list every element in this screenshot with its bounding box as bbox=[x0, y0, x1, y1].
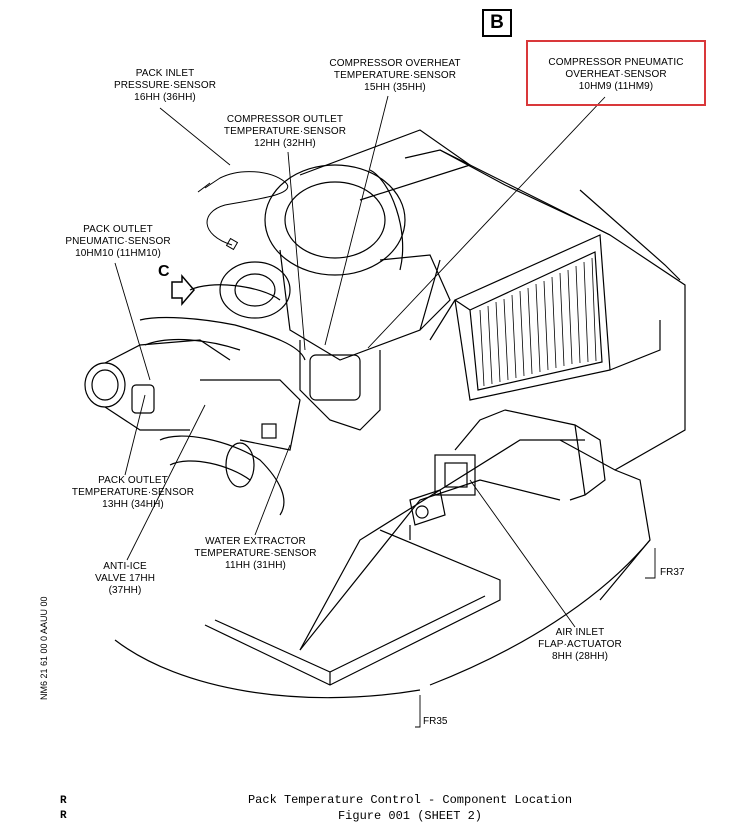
label-pack-inlet-pressure-sensor: PACK INLET PRESSURE·SENSOR 16HH (36HH) bbox=[113, 68, 217, 103]
label-pack-outlet-pneumatic-sensor: PACK OUTLET PNEUMATIC·SENSOR 10HM10 (11H… bbox=[65, 224, 171, 259]
sensor-cable bbox=[197, 171, 289, 251]
fuselage-arcs bbox=[114, 539, 651, 699]
label-water-extractor-temperature-sensor: WATER EXTRACTOR TEMPERATURE·SENSOR 11HH … bbox=[194, 536, 317, 571]
revision-mark: R bbox=[60, 795, 67, 807]
label-compressor-pneumatic-overheat-sensor: COMPRESSOR PNEUMATIC OVERHEAT·SENSOR 10H… bbox=[548, 57, 684, 92]
sheet-letter: B bbox=[482, 9, 512, 37]
figure-caption: Pack Temperature Control - Component Loc… bbox=[160, 792, 660, 824]
heat-exchanger-fins bbox=[479, 257, 597, 387]
caption-title: Pack Temperature Control - Component Loc… bbox=[247, 793, 573, 807]
leader-lines bbox=[114, 95, 656, 728]
label-compressor-outlet-temperature-sensor: COMPRESSOR OUTLET TEMPERATURE·SENSOR 12H… bbox=[223, 114, 347, 149]
label-compressor-overheat-temperature-sensor: COMPRESSOR OVERHEAT TEMPERATURE·SENSOR 1… bbox=[329, 58, 461, 93]
frame-fr35: FR35 bbox=[423, 716, 448, 727]
heat-exchanger-housing bbox=[404, 149, 686, 601]
frame-fr37: FR37 bbox=[660, 567, 685, 578]
view-marker-c: C bbox=[158, 263, 170, 280]
ducts bbox=[84, 284, 306, 516]
label-pack-outlet-temperature-sensor: PACK OUTLET TEMPERATURE·SENSOR 13HH (34H… bbox=[71, 475, 195, 510]
revision-mark: R bbox=[60, 810, 67, 822]
highlight-box bbox=[526, 40, 706, 106]
label-anti-ice-valve: ANTI-ICE VALVE 17HH (37HH) bbox=[94, 561, 156, 596]
caption-figure: Figure 001 (SHEET 2) bbox=[337, 809, 483, 823]
air-inlet-ramp bbox=[204, 409, 606, 686]
view-arrow-c bbox=[171, 273, 195, 307]
label-air-inlet-flap-actuator: AIR INLET FLAP·ACTUATOR 8HH (28HH) bbox=[538, 627, 622, 662]
air-cycle-machine bbox=[219, 129, 472, 431]
drawing-code: NM6 21 61 00 0 AAUU 00 bbox=[39, 596, 49, 700]
